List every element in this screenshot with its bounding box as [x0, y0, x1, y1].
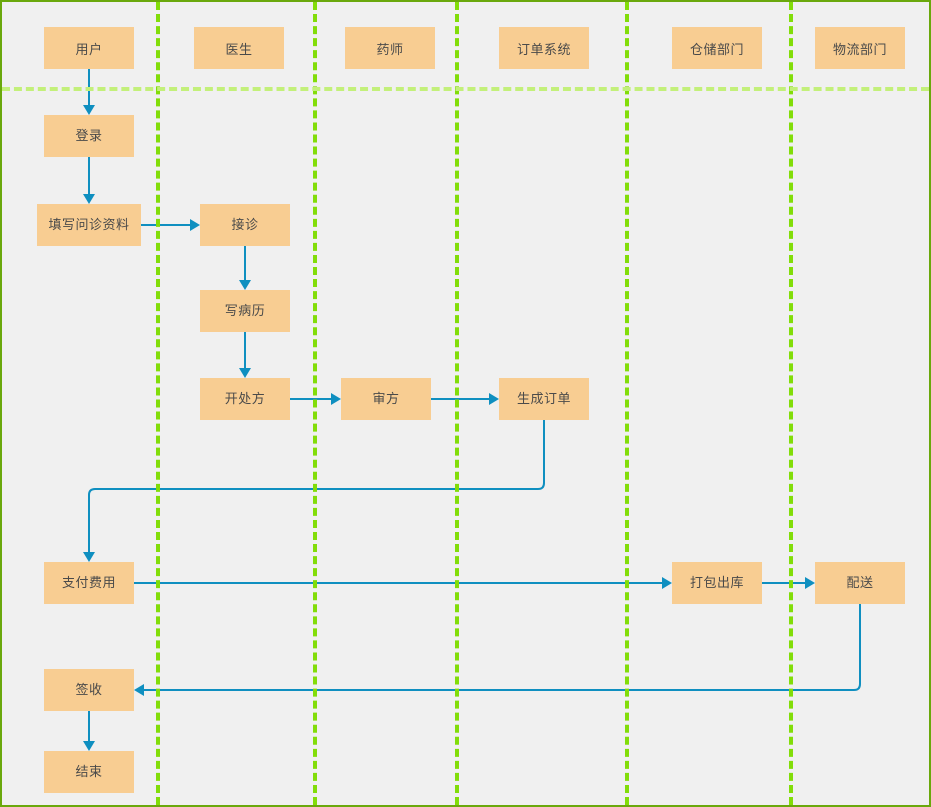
- node-label: 打包出库: [689, 575, 744, 591]
- connector-arrowhead: [83, 105, 95, 115]
- node-label: 结束: [75, 764, 103, 780]
- edge-pay-to-pack: [134, 577, 672, 589]
- node-end[interactable]: 结束: [44, 751, 134, 793]
- node-login[interactable]: 登录: [44, 115, 134, 157]
- node-label: 写病历: [224, 303, 266, 319]
- lane-header-label: 药师: [376, 42, 404, 58]
- connector-arrowhead: [190, 219, 200, 231]
- lane-header-warehouse[interactable]: 仓储部门: [672, 27, 762, 69]
- connector-arrowhead: [83, 741, 95, 751]
- node-label: 支付费用: [61, 575, 116, 591]
- node-review[interactable]: 审方: [341, 378, 431, 420]
- node-deliver[interactable]: 配送: [815, 562, 905, 604]
- lane-divider-3: [455, 2, 459, 805]
- node-label: 生成订单: [516, 391, 571, 407]
- lane-divider-5: [789, 2, 793, 805]
- lane-divider-2: [313, 2, 317, 805]
- node-label: 填写问诊资料: [48, 217, 130, 233]
- edge-receive-to-end: [83, 711, 95, 751]
- lane-header-label: 仓储部门: [689, 42, 744, 58]
- connector-arrowhead: [83, 552, 95, 562]
- edge-form-to-reception: [141, 219, 200, 231]
- lane-divider-1: [156, 2, 160, 805]
- connector-arrowhead: [239, 368, 251, 378]
- node-record[interactable]: 写病历: [200, 290, 290, 332]
- connector-arrowhead: [83, 194, 95, 204]
- node-pack[interactable]: 打包出库: [672, 562, 762, 604]
- node-fill-form[interactable]: 填写问诊资料: [37, 204, 141, 246]
- edge-header-to-login: [83, 69, 95, 115]
- lane-header-label: 医生: [225, 42, 253, 58]
- node-pay[interactable]: 支付费用: [44, 562, 134, 604]
- connector-arrowhead: [805, 577, 815, 589]
- edge-login-to-form: [83, 157, 95, 204]
- connector-arrowhead: [331, 393, 341, 405]
- node-reception[interactable]: 接诊: [200, 204, 290, 246]
- connector-arrowhead: [239, 280, 251, 290]
- connector-arrowhead: [662, 577, 672, 589]
- edge-deliver-to-receive: [134, 604, 861, 696]
- connector-arrowhead: [489, 393, 499, 405]
- node-label: 配送: [846, 575, 874, 591]
- node-label: 开处方: [224, 391, 266, 407]
- lane-header-label: 订单系统: [516, 42, 571, 58]
- node-receive[interactable]: 签收: [44, 669, 134, 711]
- lane-header-label: 用户: [75, 42, 103, 58]
- node-label: 签收: [75, 682, 103, 698]
- lane-header-pharmacist[interactable]: 药师: [345, 27, 435, 69]
- edge-reception-to-record: [239, 246, 251, 290]
- header-divider: [2, 87, 929, 91]
- connector-arrowhead: [134, 684, 144, 696]
- lane-header-user[interactable]: 用户: [44, 27, 134, 69]
- node-label: 审方: [372, 391, 400, 407]
- lane-divider-4: [625, 2, 629, 805]
- edge-record-to-prescribe: [239, 332, 251, 378]
- edge-review-to-genorder: [431, 393, 499, 405]
- connector-line: [140, 604, 861, 691]
- lane-header-order[interactable]: 订单系统: [499, 27, 589, 69]
- lane-header-doctor[interactable]: 医生: [194, 27, 284, 69]
- node-gen-order[interactable]: 生成订单: [499, 378, 589, 420]
- node-prescribe[interactable]: 开处方: [200, 378, 290, 420]
- node-label: 接诊: [231, 217, 259, 233]
- node-label: 登录: [75, 128, 103, 144]
- lane-header-label: 物流部门: [832, 42, 887, 58]
- lane-header-logistics[interactable]: 物流部门: [815, 27, 905, 69]
